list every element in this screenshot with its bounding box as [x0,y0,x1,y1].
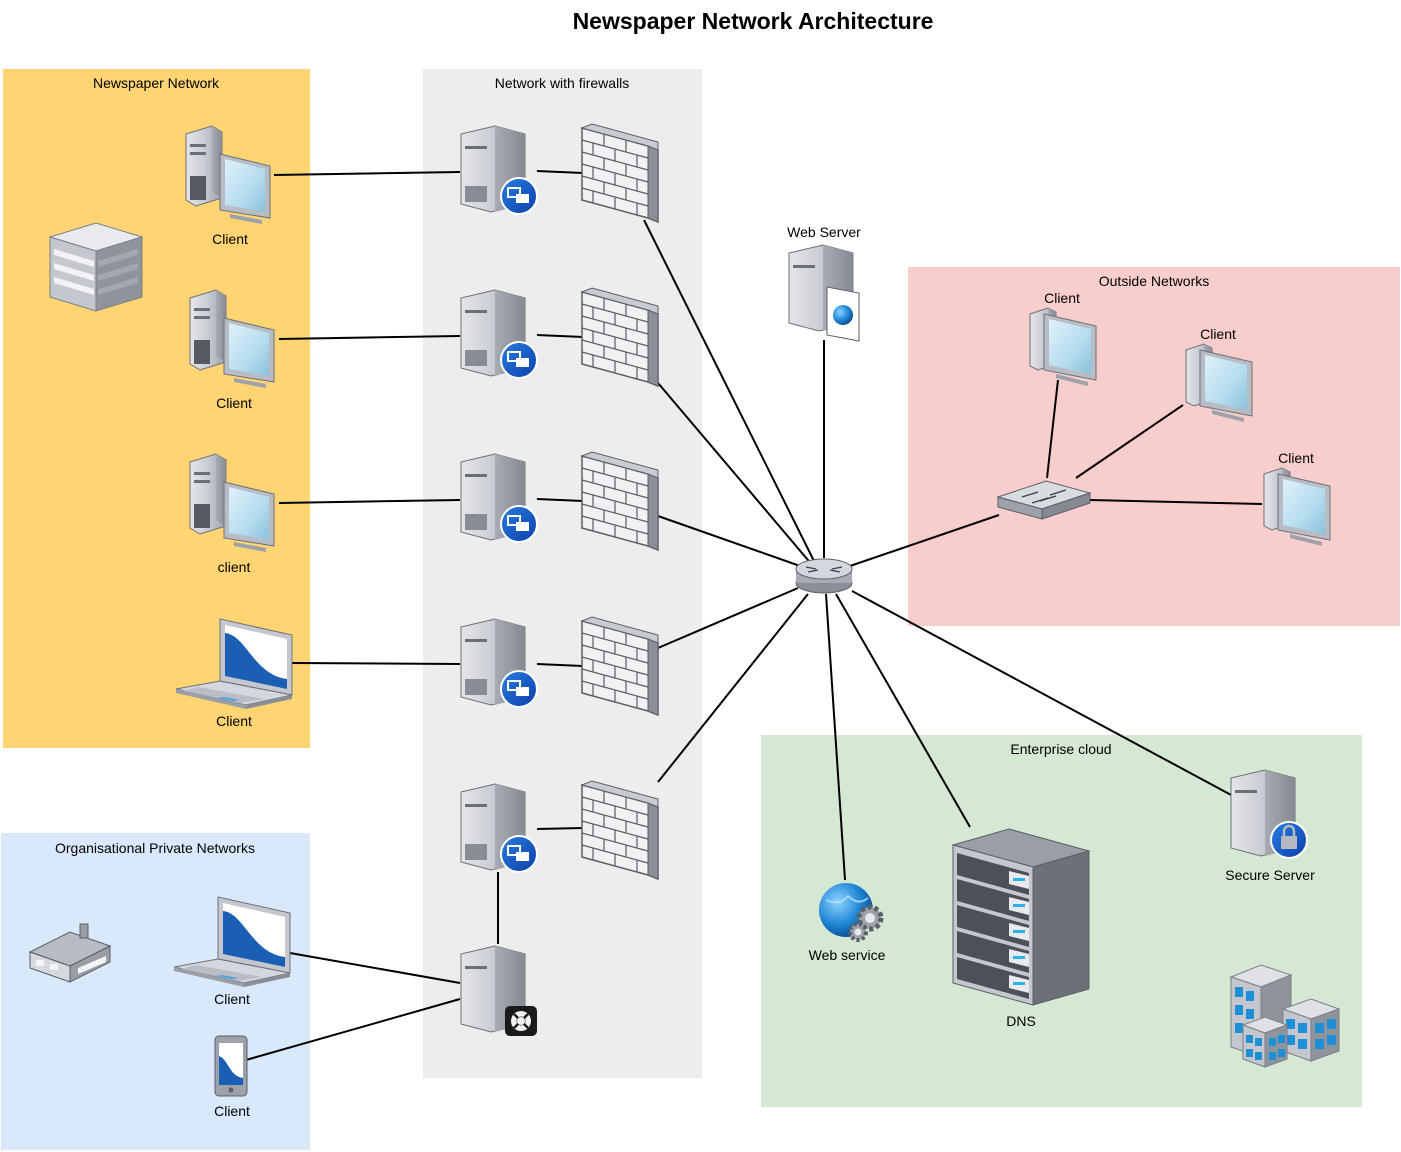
link-privlaptop-supportserver [289,952,461,984]
zone-outside-networks: Outside Networks [908,267,1400,626]
web-server[interactable]: Web Server [787,224,861,342]
link-client1-proxy1 [273,171,461,176]
link-firewall2-router [657,382,814,567]
np-client-1[interactable]: Client [185,125,271,247]
np-client-3[interactable]: client [189,453,275,575]
link-router-dns [835,593,971,828]
np-client-2[interactable]: Client [189,289,275,411]
node-label: Web Server [787,224,861,240]
node-label: Client [214,991,250,1007]
node-label: DNS [1006,1013,1036,1029]
node-label: Client [212,231,248,247]
link-firewall5-router [657,593,809,783]
page-title: Newspaper Network Architecture [573,8,934,34]
router-icon[interactable] [795,558,853,594]
out-client-2[interactable]: Client [1185,326,1253,423]
node-label: client [218,559,251,575]
connections [245,170,1263,1061]
server-rack-icon [952,828,1090,1006]
link-proxy1-firewall1 [536,170,584,174]
link-router-switch [849,514,1000,567]
link-proxy5-firewall5 [536,827,584,830]
link-proxy3-firewall3 [536,498,584,502]
link-switch-outclient1 [1046,379,1059,479]
link-laptop-proxy4 [290,662,461,665]
zone-network-with-firewalls: Network with firewalls [423,69,702,1078]
office-building-icon[interactable] [49,222,143,312]
zone-label: Network with firewalls [495,75,630,91]
priv-laptop-client[interactable]: Client [173,896,291,1007]
link-proxy2-firewall2 [536,334,584,338]
link-privphone-supportserver [245,998,461,1061]
node-label: Secure Server [1225,867,1315,883]
node-label: Client [214,1103,250,1119]
zone-organisational-private-networks: Organisational Private Networks [1,833,310,1150]
node-label: Client [1044,290,1080,306]
node-label: Client [216,395,252,411]
node-label: Client [216,713,252,729]
link-client2-proxy2 [278,335,461,340]
out-client-1[interactable]: Client [1029,290,1097,387]
link-router-webservice [825,593,846,881]
link-proxy4-firewall4 [536,663,584,667]
mobile-phone-icon [214,1035,248,1097]
np-laptop-client[interactable]: Client [175,618,293,729]
dns-server[interactable]: DNS [952,828,1090,1029]
web-service[interactable]: Web service [809,883,886,963]
web-server-icon [788,244,860,342]
link-router-secureserver [851,590,1234,797]
zone-label: Organisational Private Networks [55,840,255,856]
zone-label: Newspaper Network [93,75,220,91]
node-label: Client [1200,326,1236,342]
link-firewall4-router [657,587,799,649]
link-client3-proxy3 [278,499,461,504]
link-switch-outclient2 [1075,404,1184,479]
link-switch-outclient3 [1089,499,1263,505]
secure-server[interactable]: Secure Server [1225,768,1315,883]
priv-phone-client[interactable]: Client [214,1035,250,1119]
node-label: Client [1278,450,1314,466]
zone-label: Outside Networks [1099,273,1209,289]
out-client-3[interactable]: Client [1263,450,1331,547]
zone-label: Enterprise cloud [1010,741,1111,757]
link-firewall3-router [657,515,801,567]
link-firewall1-router [643,219,816,564]
node-label: Web service [809,947,886,963]
